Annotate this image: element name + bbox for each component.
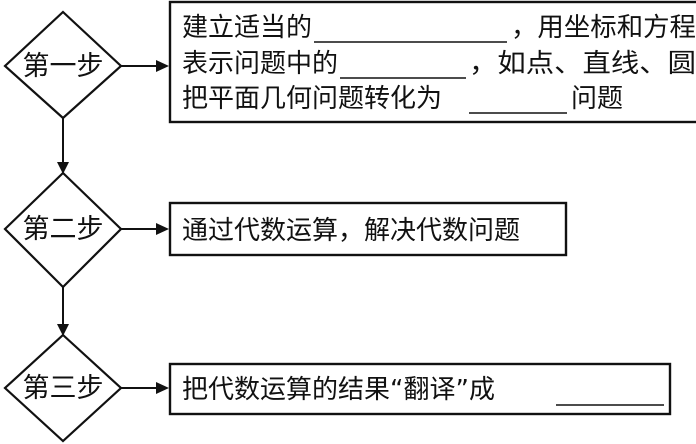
box1-line1-end: ，用坐标和方程 [511, 13, 696, 43]
box1-line2-end: ，如点、直线、圆 [469, 49, 696, 79]
box3-text: 把代数运算的结果“翻译”成 [182, 375, 495, 405]
arrow-head-right-3 [156, 382, 169, 394]
step3-label: 第三步 [23, 373, 104, 404]
step2-label: 第二步 [23, 214, 104, 245]
box1-line3-start: 把平面几何问题转化为 [182, 84, 442, 114]
step3-diamond: 第三步 [3, 333, 123, 443]
box1-line1-start: 建立适当的 [182, 13, 312, 43]
box2-text: 通过代数运算，解决代数问题 [182, 216, 520, 246]
box1-line3-end: 问题 [571, 84, 623, 114]
box-step2: 通过代数运算，解决代数问题 [168, 201, 568, 257]
arrow-head-down-1 [57, 162, 69, 174]
box-step3: 把代数运算的结果“翻译”成 [168, 362, 672, 416]
arrow-head-right-1 [156, 60, 169, 72]
step2-diamond: 第二步 [3, 171, 123, 289]
step1-label: 第一步 [23, 51, 104, 82]
box-step1: 建立适当的 ，用坐标和方程 表示问题中的 ，如点、直线、圆 把平面几何问题转化为… [168, 0, 696, 124]
arrow-head-right-2 [156, 223, 169, 235]
arrow-head-down-2 [57, 324, 69, 336]
step1-diamond: 第一步 [3, 10, 123, 120]
box1-line2-start: 表示问题中的 [182, 49, 338, 79]
